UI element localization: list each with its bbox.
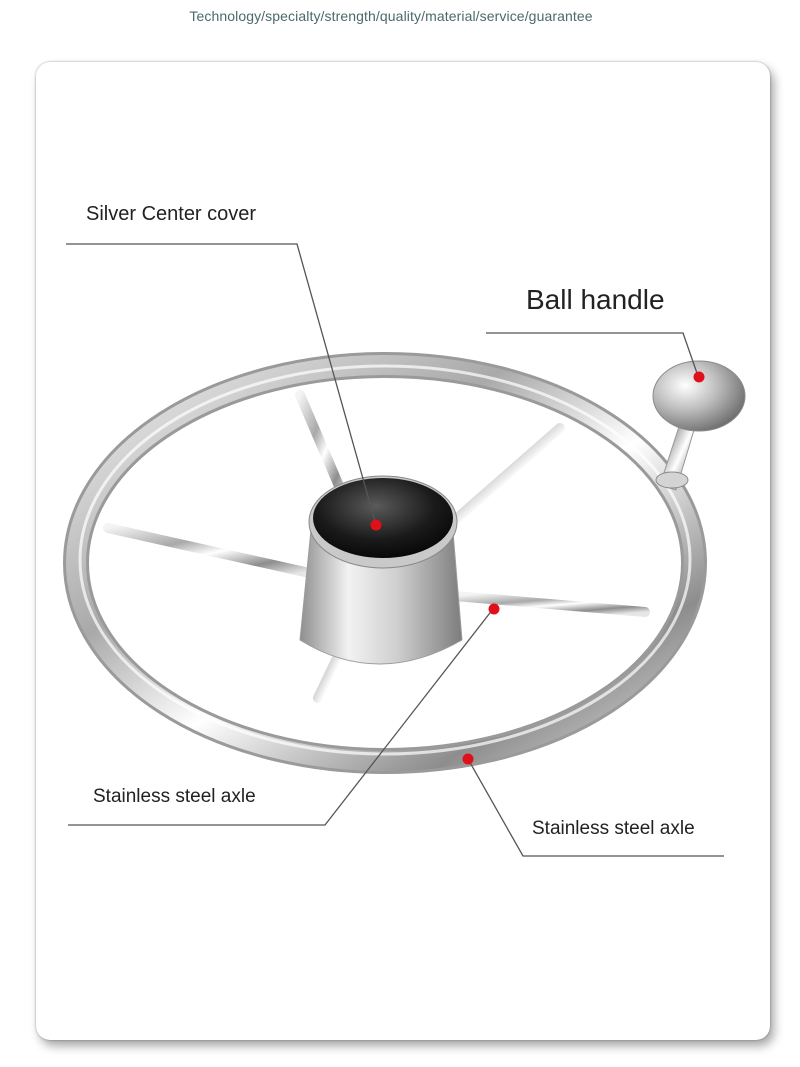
center-cover bbox=[313, 478, 453, 558]
marker-ball-handle bbox=[693, 371, 705, 383]
leader-lines bbox=[66, 243, 724, 857]
callout-center-cover: Silver Center cover bbox=[86, 203, 257, 225]
callout-ball-handle: Ball handle bbox=[526, 284, 665, 315]
marker-spoke bbox=[488, 603, 500, 615]
callout-axle-left: Stainless steel axle bbox=[93, 786, 256, 807]
marker-center-cover bbox=[370, 519, 382, 531]
callout-markers bbox=[370, 371, 705, 765]
marker-rim bbox=[462, 753, 474, 765]
callout-axle-right: Stainless steel axle bbox=[532, 818, 695, 839]
ball-handle bbox=[652, 360, 746, 432]
page-tagline: Technology/specialty/strength/quality/ma… bbox=[189, 8, 593, 24]
